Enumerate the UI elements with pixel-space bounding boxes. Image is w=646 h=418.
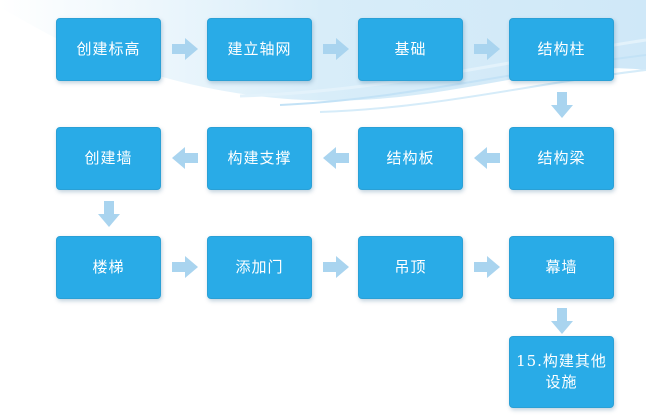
step-other-facilities: 15.构建其他设施 <box>509 336 614 408</box>
step-label: 添加门 <box>235 258 284 276</box>
step-label: 幕墙 <box>545 258 578 276</box>
arrow-left-icon <box>323 147 349 169</box>
step-structural-beam: 结构梁 <box>509 127 614 190</box>
step-label: 楼梯 <box>92 258 125 276</box>
step-foundation: 基础 <box>358 18 463 81</box>
arrow-left-icon <box>474 147 500 169</box>
step-structural-column: 结构柱 <box>509 18 614 81</box>
step-stairs: 楼梯 <box>56 236 161 299</box>
arrow-down-icon <box>551 92 573 118</box>
arrow-right-icon <box>323 256 349 278</box>
step-structural-slab: 结构板 <box>358 127 463 190</box>
arrow-left-icon <box>172 147 198 169</box>
step-label: 结构柱 <box>537 40 586 58</box>
arrow-right-icon <box>172 256 198 278</box>
arrow-right-icon <box>323 38 349 60</box>
step-label: 建立轴网 <box>227 40 292 58</box>
step-create-wall: 创建墙 <box>56 127 161 190</box>
arrow-right-icon <box>172 38 198 60</box>
arrow-down-icon <box>98 201 120 227</box>
arrow-right-icon <box>474 38 500 60</box>
arrow-right-icon <box>474 256 500 278</box>
step-label: 15.构建其他设施 <box>516 352 607 391</box>
step-label: 基础 <box>394 40 427 58</box>
step-add-door: 添加门 <box>207 236 312 299</box>
step-label: 吊顶 <box>394 258 427 276</box>
step-label: 构建支撑 <box>227 149 292 167</box>
step-build-bracing: 构建支撑 <box>207 127 312 190</box>
step-label: 创建墙 <box>84 149 133 167</box>
step-label: 结构板 <box>386 149 435 167</box>
step-ceiling: 吊顶 <box>358 236 463 299</box>
step-label: 结构梁 <box>537 149 586 167</box>
step-build-grid: 建立轴网 <box>207 18 312 81</box>
step-create-levels: 创建标高 <box>56 18 161 81</box>
step-label: 创建标高 <box>76 40 141 58</box>
step-curtain-wall: 幕墙 <box>509 236 614 299</box>
arrow-down-icon <box>551 308 573 334</box>
